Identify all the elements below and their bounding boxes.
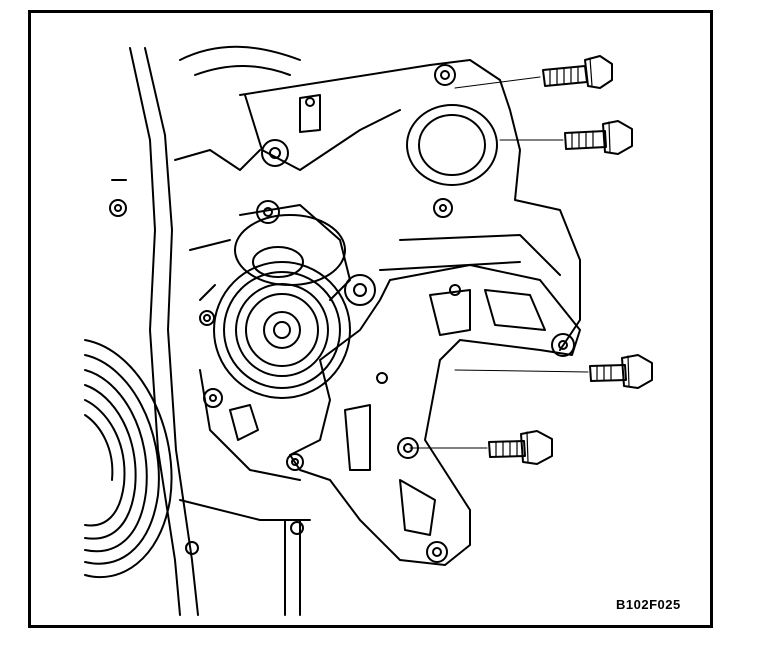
belt-tensioner — [234, 200, 376, 306]
crankshaft-pulley — [84, 339, 173, 579]
engine-front-cover — [111, 45, 301, 616]
lower-bracket — [286, 264, 581, 566]
diagram-border-frame — [28, 10, 713, 628]
bolt-upper-2 — [499, 120, 633, 155]
figure-code-label: B102F025 — [616, 597, 681, 612]
bolt-lower-2 — [409, 430, 553, 465]
water-pump-housing — [179, 310, 311, 616]
idler-pulley — [213, 261, 351, 399]
upper-bracket — [239, 59, 581, 351]
bolt-lower-1 — [454, 354, 653, 389]
bolt-upper-1 — [454, 55, 613, 89]
block-stud — [109, 199, 127, 217]
